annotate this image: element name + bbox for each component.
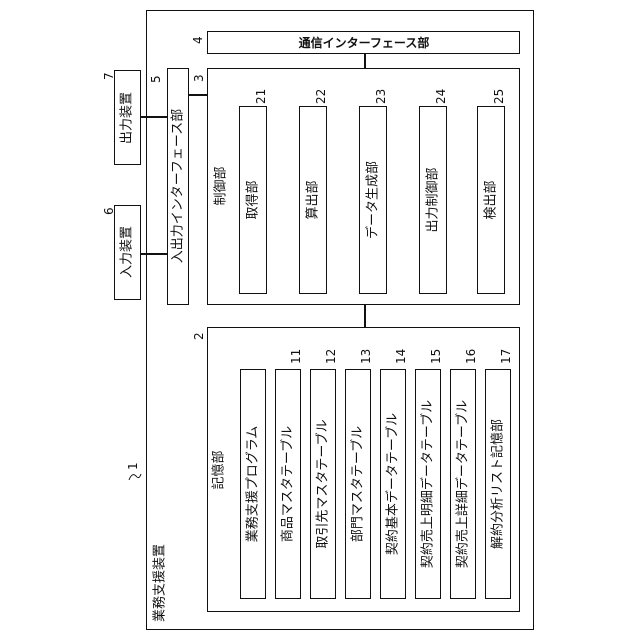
storage-ref: 2 [193, 332, 205, 340]
input-device-label: 入力装置 [121, 226, 134, 278]
device-label: 業務支援装置 [154, 544, 167, 622]
control-label: 制御部 [215, 166, 228, 205]
control-unit-ref: 24 [435, 89, 447, 104]
storage-item-label: 契約売上詳細データテーブル [457, 400, 470, 568]
input-device-ref: 6 [103, 207, 115, 215]
storage-item-label: 業務支援プログラム [247, 426, 260, 543]
comm-interface-label: 通信インターフェース部 [299, 37, 430, 49]
output-device-label: 出力装置 [121, 92, 134, 144]
comm-interface-ref: 4 [192, 36, 204, 44]
control-unit-ref: 23 [375, 89, 387, 104]
storage-label: 記憶部 [213, 450, 226, 489]
io-interface-ref: 5 [150, 75, 162, 83]
control-ref: 3 [193, 74, 205, 82]
input-to-io-line [141, 253, 167, 255]
storage-item-label: 商品マスタテーブル [282, 426, 295, 542]
control-unit-label: 検出部 [485, 180, 498, 219]
control-unit-ref: 25 [493, 89, 505, 104]
io-interface-label: 入出力インターフェース部 [172, 109, 185, 264]
device-ref: 1 [127, 462, 139, 470]
control-to-storage-line [364, 305, 366, 327]
device-ref-leader [128, 472, 142, 482]
storage-item-ref: 12 [325, 349, 337, 364]
control-unit-ref: 21 [255, 89, 267, 104]
storage-item-label: 契約基本データテーブル [387, 413, 400, 555]
storage-item-label: 契約売上明細データテーブル [422, 400, 435, 568]
storage-item-ref: 13 [360, 349, 372, 364]
output-to-io-line [141, 116, 167, 118]
storage-item-ref: 17 [500, 349, 512, 364]
storage-item-label: 取引先マスタテーブル [317, 419, 330, 548]
storage-item-ref: 14 [395, 349, 407, 364]
control-unit-label: データ生成部 [367, 161, 380, 239]
comm-to-control-line [364, 54, 366, 68]
control-unit-label: 算出部 [307, 180, 320, 219]
io-to-control-line [189, 94, 207, 96]
storage-item-label: 解約分析リスト記憶部 [492, 419, 505, 549]
control-unit-ref: 22 [315, 89, 327, 104]
control-unit-label: 取得部 [247, 180, 260, 219]
output-device-ref: 7 [103, 72, 115, 80]
storage-item-ref: 15 [430, 349, 442, 364]
storage-item-ref: 16 [465, 349, 477, 364]
control-unit-label: 出力制御部 [427, 167, 440, 232]
storage-item-ref: 11 [290, 349, 302, 364]
storage-item-label: 部門マスタテーブル [352, 426, 365, 542]
